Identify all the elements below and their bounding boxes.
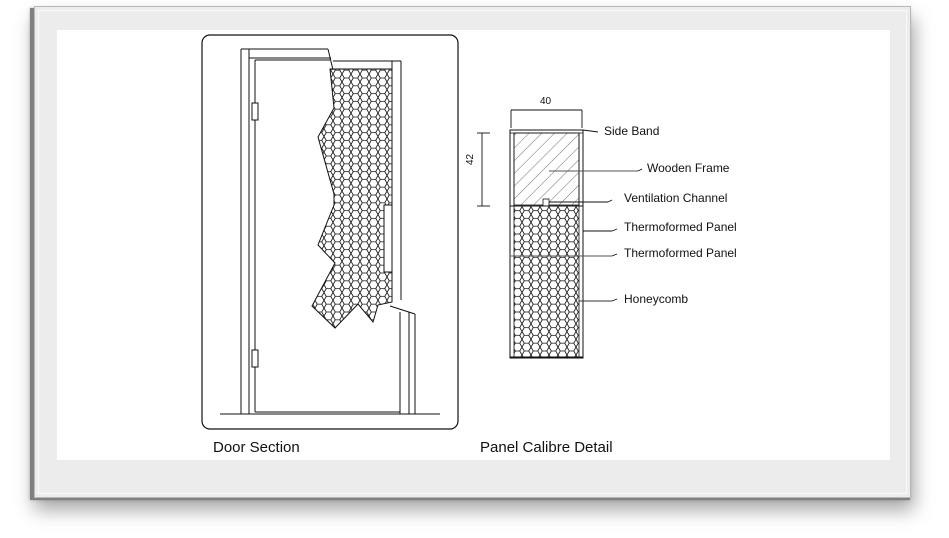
hinge-top-icon <box>251 102 259 121</box>
door-section-drawing <box>201 34 459 430</box>
dimension-height: 42 <box>465 153 476 165</box>
door-section-caption: Door Section <box>213 439 300 456</box>
diagram-canvas <box>57 30 890 460</box>
label-thermoformed-panel-1: Thermoformed Panel <box>624 220 737 234</box>
label-wooden-frame: Wooden Frame <box>647 161 730 175</box>
frame-inner-border <box>38 10 907 494</box>
ventilation-channel-notch <box>542 198 550 207</box>
panel-detail-caption: Panel Calibre Detail <box>480 439 613 456</box>
panel-calibre-drawing <box>477 109 643 359</box>
wooden-frame-area <box>513 132 580 206</box>
honeycomb-area <box>514 206 579 357</box>
door-section-border <box>201 34 459 430</box>
label-honeycomb: Honeycomb <box>624 292 689 306</box>
hinge-bottom-icon <box>251 349 259 368</box>
label-thermoformed-panel-2: Thermoformed Panel <box>624 246 737 260</box>
honeycomb-cutaway <box>311 68 393 329</box>
label-ventilation-channel: Ventilation Channel <box>624 191 728 205</box>
dimension-width: 40 <box>540 96 552 107</box>
label-side-band: Side Band <box>604 124 660 138</box>
